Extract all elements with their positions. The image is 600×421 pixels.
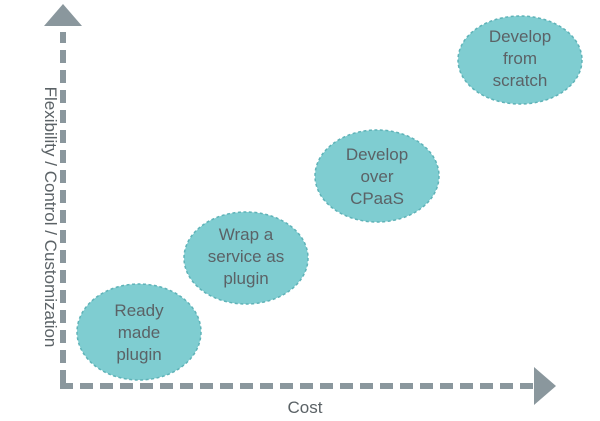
x-axis-label: Cost bbox=[288, 398, 323, 417]
bubble-shape bbox=[457, 15, 583, 105]
y-axis-label: Flexibility / Control / Customization bbox=[41, 87, 60, 348]
bubble-line: Develop bbox=[489, 27, 551, 46]
x-axis-arrow-icon bbox=[534, 367, 556, 405]
bubble-develop-from-scratch: Develop from scratch bbox=[457, 15, 583, 105]
bubble-line: plugin bbox=[116, 345, 161, 364]
bubble-line: from bbox=[503, 49, 537, 68]
bubble-shape bbox=[314, 129, 440, 223]
bubble-ready-made-plugin: Ready made plugin bbox=[76, 283, 202, 381]
bubble-line: over bbox=[360, 167, 393, 186]
bubble-line: CPaaS bbox=[350, 189, 404, 208]
bubble-line: made bbox=[118, 323, 161, 342]
bubble-line: Ready bbox=[114, 301, 164, 320]
bubble-line: service as bbox=[208, 247, 285, 266]
bubble-line: plugin bbox=[223, 269, 268, 288]
bubble-line: scratch bbox=[493, 71, 548, 90]
bubble-wrap-service-as-plugin: Wrap a service as plugin bbox=[183, 211, 309, 305]
bubble-line: Wrap a bbox=[219, 225, 274, 244]
bubble-develop-over-cpaas: Develop over CPaaS bbox=[314, 129, 440, 223]
bubble-line: Develop bbox=[346, 145, 408, 164]
y-axis-arrow-icon bbox=[44, 4, 82, 26]
bubble-shape bbox=[183, 211, 309, 305]
bubble-shape bbox=[76, 283, 202, 381]
